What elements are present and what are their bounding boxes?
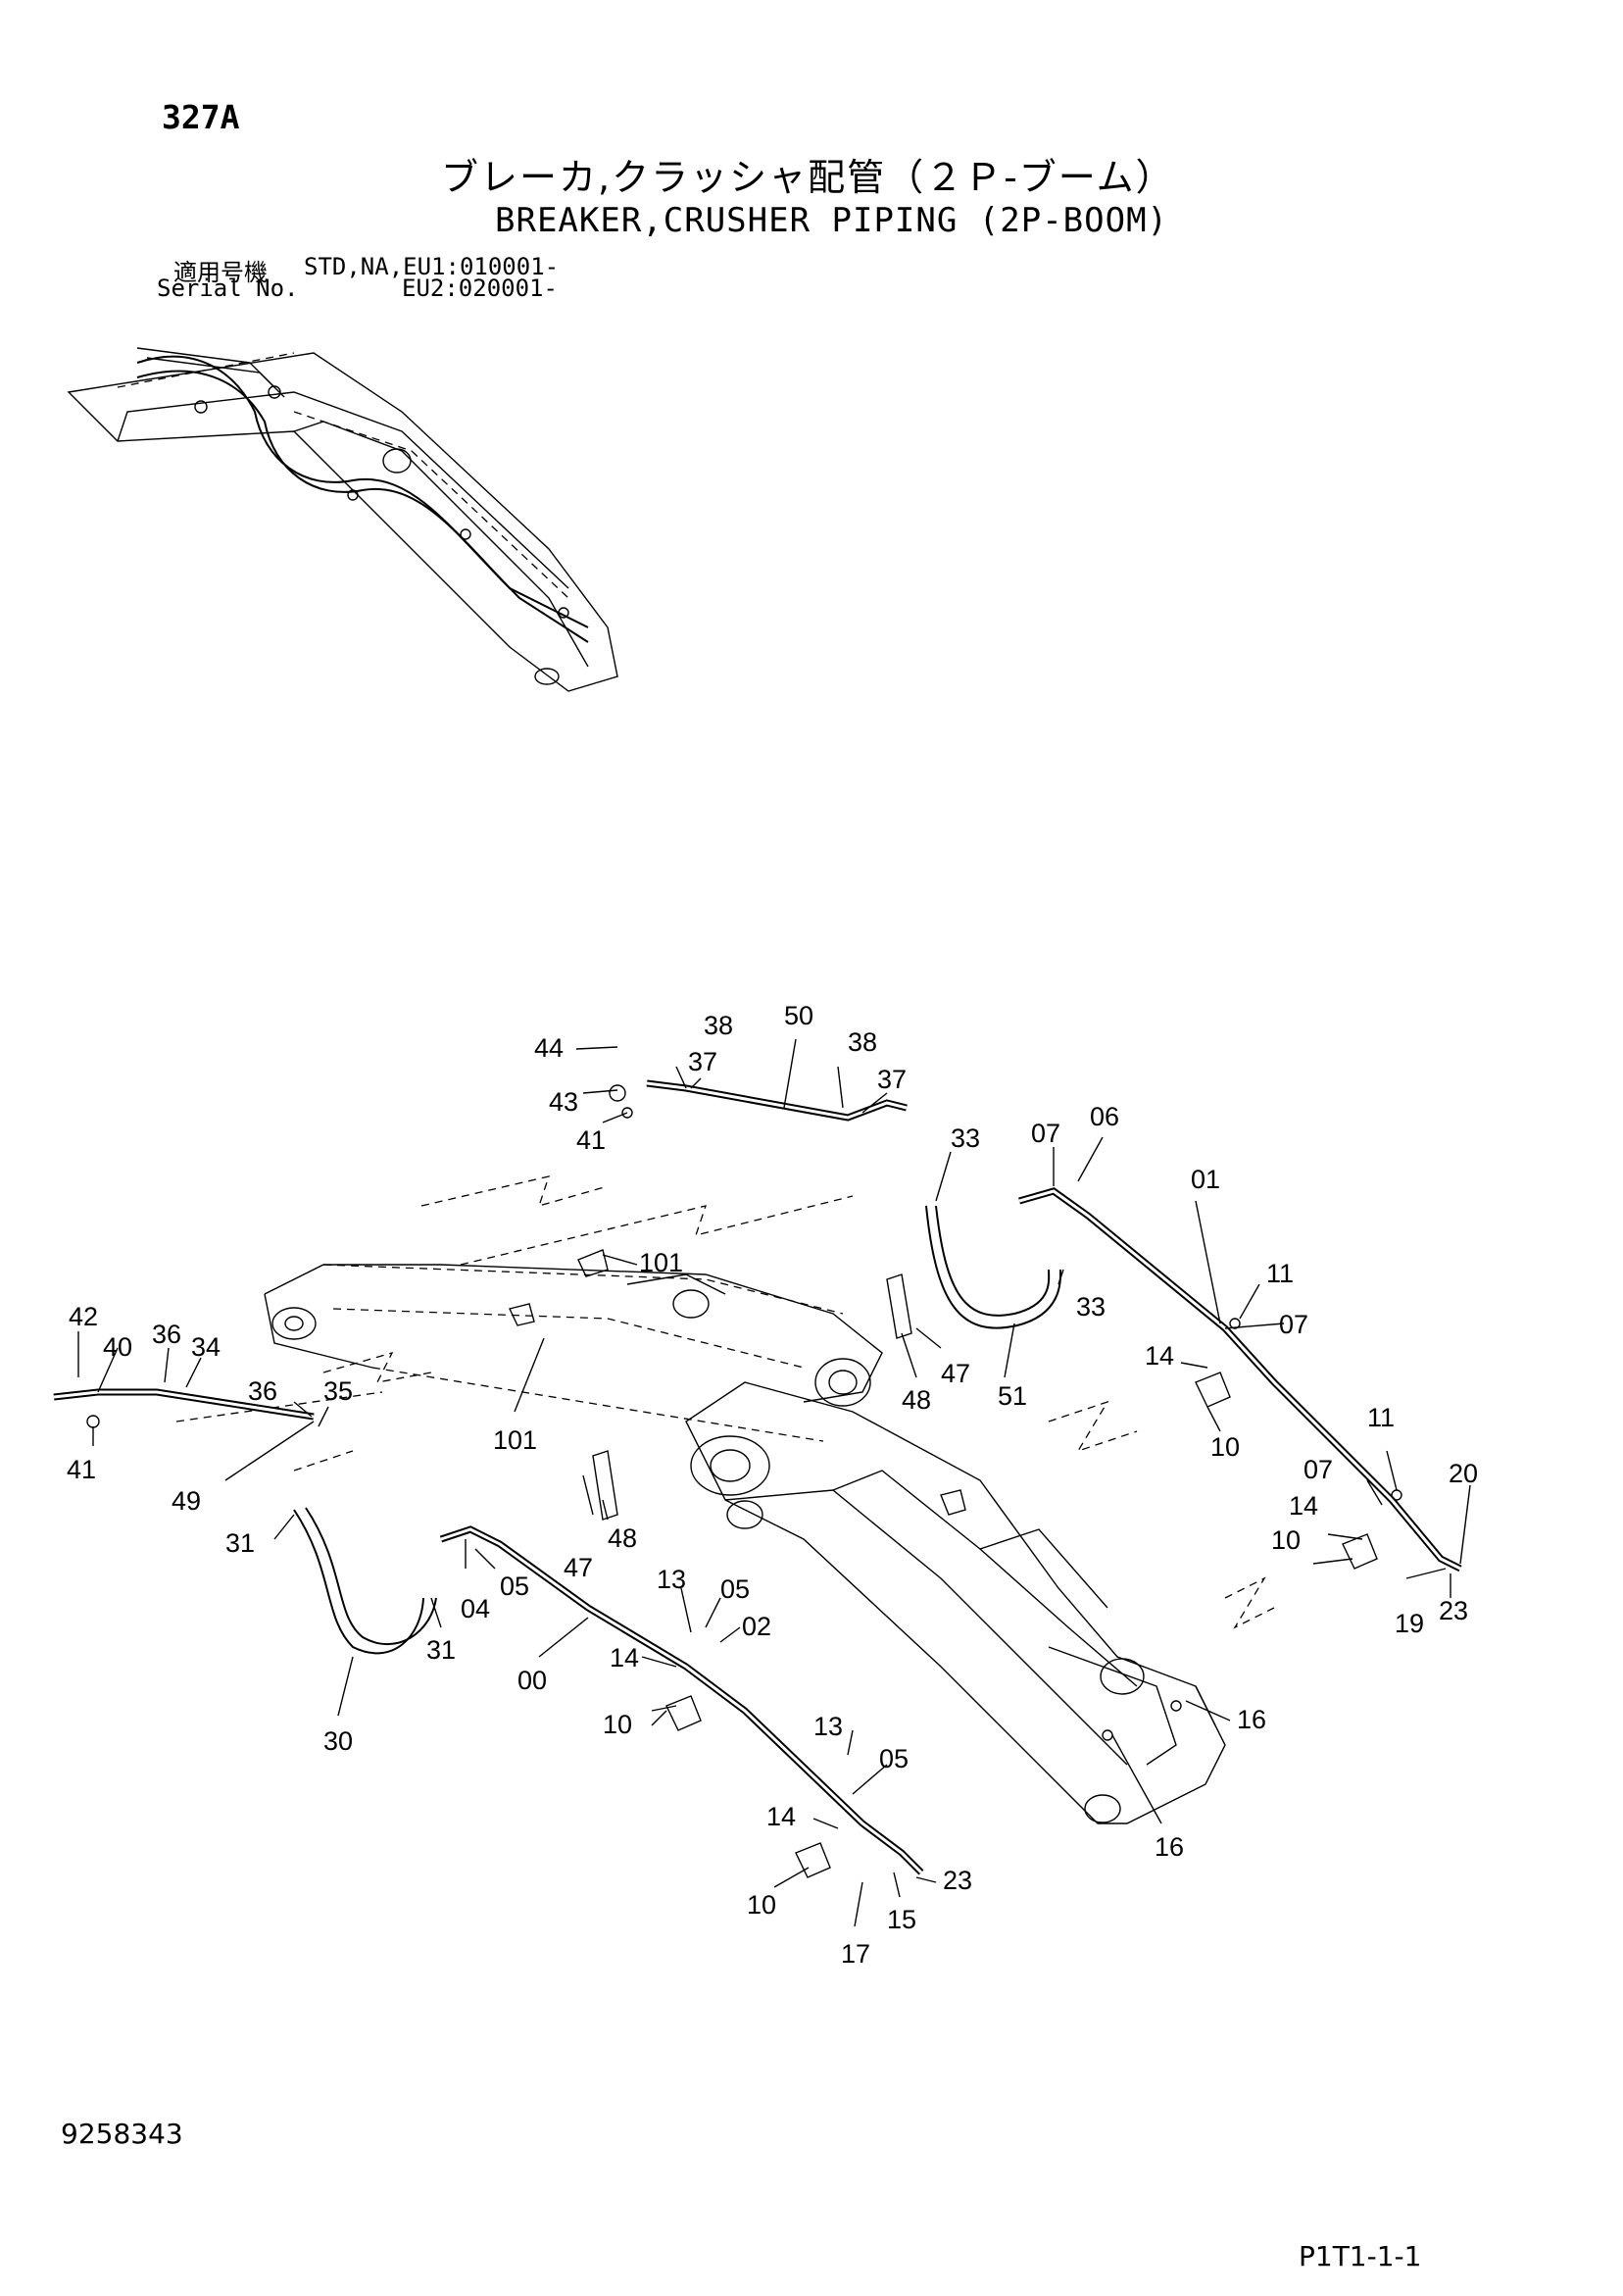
callout-101: 101 [493,1425,537,1455]
callout-06: 06 [1090,1102,1119,1131]
page-reference: P1T1-1-1 [1299,2240,1422,2272]
serial-label-english: Serial No. [157,275,299,302]
callout-13: 13 [813,1712,843,1741]
callout-50: 50 [784,1001,813,1030]
callout-19: 19 [1395,1609,1424,1638]
callout-20: 20 [1449,1459,1478,1488]
callout-49: 49 [172,1486,201,1516]
callout-38: 38 [704,1011,733,1040]
callout-33: 33 [951,1123,980,1153]
callout-05: 05 [720,1574,750,1604]
serial-label-japanese: 適用号機 [173,259,268,286]
callout-10: 10 [747,1890,776,1920]
callout-48: 48 [608,1523,637,1553]
callout-101: 101 [639,1248,683,1277]
callout-36: 36 [248,1376,277,1406]
callout-07: 07 [1279,1310,1308,1339]
callout-31: 31 [225,1528,255,1558]
callout-14: 14 [766,1802,796,1831]
callout-37: 37 [688,1047,717,1076]
callout-40: 40 [103,1332,132,1362]
callout-15: 15 [887,1905,916,1934]
callout-43: 43 [549,1087,578,1117]
break-lines [175,1175,1275,1629]
callout-00: 00 [517,1666,547,1695]
serial-range-1: STD,NA,EU1:010001- [304,253,560,280]
callout-48: 48 [902,1385,931,1415]
callouts: 44 38 50 38 37 37 43 41 33 07 06 01 101 … [67,1001,1478,1969]
callout-47: 47 [941,1359,970,1388]
callout-10: 10 [1271,1525,1301,1555]
title-japanese: ブレーカ,クラッシャ配管（２Ｐ-ブーム） [441,156,1175,199]
callout-47: 47 [564,1553,593,1582]
boom-structure [264,1264,1226,1824]
callout-37: 37 [877,1065,907,1094]
callout-11: 11 [1367,1403,1395,1432]
callout-07: 07 [1031,1119,1060,1148]
callout-04: 04 [461,1594,490,1623]
callout-05: 05 [500,1572,529,1601]
callout-41: 41 [67,1455,96,1484]
serial-range-2: EU2:020001- [402,275,558,302]
pipes [53,1079,1462,1875]
brackets [86,1084,1402,1878]
callout-14: 14 [610,1643,639,1672]
callout-51: 51 [998,1381,1027,1411]
callout-44: 44 [534,1033,564,1063]
callout-34: 34 [191,1332,221,1362]
callout-14: 14 [1289,1491,1318,1521]
leader-lines [77,1038,1471,1927]
callout-17: 17 [841,1939,870,1969]
overview-boom-drawing [67,347,618,692]
callout-36: 36 [152,1320,181,1349]
callout-07: 07 [1303,1455,1333,1484]
callout-10: 10 [603,1710,632,1739]
page-code: 327A [162,98,240,136]
callout-01: 01 [1191,1165,1220,1194]
callout-38: 38 [848,1027,877,1057]
callout-11: 11 [1266,1259,1294,1288]
callout-35: 35 [323,1376,353,1406]
title-english: BREAKER,CRUSHER PIPING (2P-BOOM) [495,201,1169,240]
callout-16: 16 [1155,1832,1184,1862]
callout-05: 05 [879,1744,909,1773]
callout-41: 41 [576,1125,606,1155]
callout-14: 14 [1145,1341,1174,1371]
callout-30: 30 [323,1726,353,1756]
callout-10: 10 [1210,1432,1240,1462]
callout-13: 13 [657,1565,686,1594]
document-number: 9258343 [61,2118,183,2150]
callout-23: 23 [943,1866,972,1895]
callout-33: 33 [1076,1292,1106,1322]
callout-23: 23 [1439,1596,1468,1625]
callout-42: 42 [69,1302,98,1331]
callout-02: 02 [742,1612,771,1641]
callout-16: 16 [1237,1705,1266,1734]
callout-31: 31 [426,1635,456,1665]
